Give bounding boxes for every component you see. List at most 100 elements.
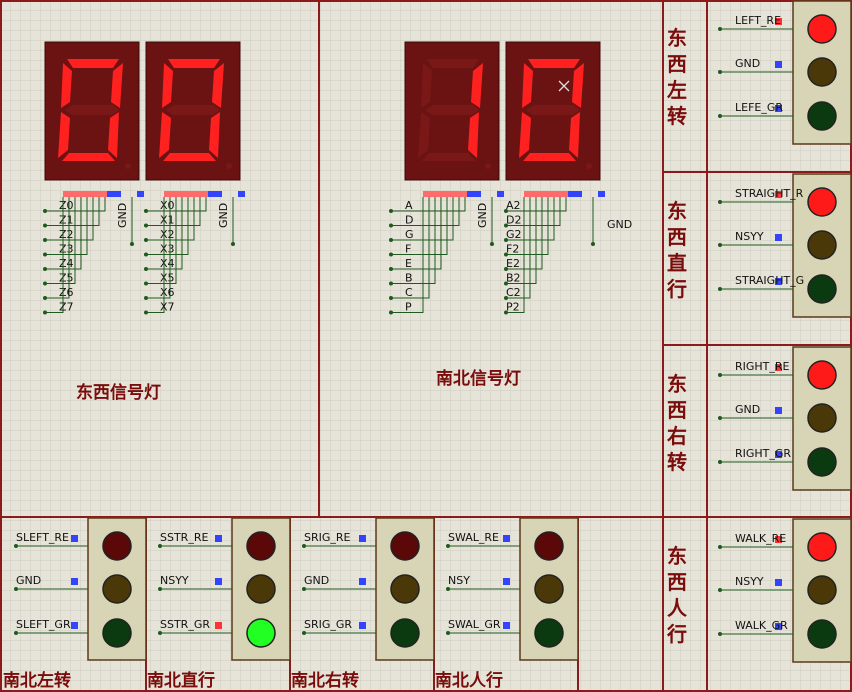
ns-left-wire	[391, 197, 466, 212]
bottom-panel-4-label: SWAL_GR	[448, 618, 501, 631]
segment-d	[523, 153, 576, 161]
ns-left-wire	[391, 197, 424, 313]
right-panel-4-lamp-green	[807, 619, 837, 649]
ew-right-pin-label: X7	[160, 301, 175, 314]
right-panel-1-pin	[775, 105, 782, 112]
bottom-panel-title: 南北左转	[3, 670, 71, 691]
ew-left-pin-label: Z2	[59, 228, 74, 241]
ew-left-pin-label: Z5	[59, 272, 74, 285]
ew-left-pin-label: Z4	[59, 257, 74, 270]
bottom-panel-title: 南北右转	[291, 670, 359, 691]
ew-right-terminal	[144, 281, 148, 286]
bottom-panel-1-lamp-yellow	[102, 574, 132, 604]
right-panel-3-pin	[775, 407, 782, 414]
bottom-panel-4-lamp-green	[534, 618, 564, 648]
pin-common	[497, 191, 504, 197]
right-panel-title-char: 东	[667, 372, 687, 396]
bottom-panel-2-label: NSYY	[160, 574, 189, 587]
bottom-panel-1-lamp-red	[102, 531, 132, 561]
pin-common	[238, 191, 245, 197]
pin-strip-end	[107, 191, 121, 197]
bottom-panel-1-terminal	[14, 544, 18, 548]
ns-right-terminal	[504, 281, 508, 286]
bottom-panel-2-pin	[215, 535, 222, 542]
segment-g	[166, 105, 220, 115]
ew-right-terminal	[144, 223, 148, 228]
segment-a	[427, 59, 479, 68]
ew-left-wire	[45, 197, 94, 241]
right-panel-1-lamp-green	[807, 101, 837, 131]
ns-left-pin-label: A	[405, 199, 413, 212]
bottom-panel-1-pin	[71, 578, 78, 585]
right-panel-4-terminal	[718, 588, 722, 592]
segment-f	[522, 63, 533, 108]
right-panel-1-terminal	[718, 114, 722, 118]
bottom-panel-1-label: GND	[16, 574, 41, 587]
ew-right-pin-label: X0	[160, 199, 175, 212]
ns-left-pin-label: P	[405, 301, 412, 314]
ns-right-terminal	[504, 252, 508, 257]
ew-left-terminal	[43, 223, 47, 228]
decimal-point	[485, 163, 491, 169]
ns-right-pin-label: B2	[506, 272, 521, 285]
ew-right-terminal	[144, 209, 148, 213]
bottom-panel-2-terminal	[158, 631, 162, 635]
decimal-point	[586, 163, 592, 169]
ns-left-pin-label: F	[405, 243, 411, 256]
segment-b	[212, 63, 224, 108]
right-panel-3-terminal	[718, 416, 722, 420]
segment-f	[61, 63, 72, 108]
bottom-panel-3-terminal	[302, 544, 306, 548]
segment-a	[168, 59, 220, 68]
right-panel-title-char: 行	[666, 277, 687, 301]
right-panel-2-lamp-green	[807, 274, 837, 304]
bottom-panel-1-lamp-green	[102, 618, 132, 648]
right-panel-4-terminal	[718, 632, 722, 636]
segment-f	[421, 63, 432, 108]
ew-left-wire	[45, 197, 76, 284]
right-panel-1-terminal	[718, 27, 722, 31]
ew-left-pin-label: Z0	[59, 199, 74, 212]
right-panel-1-label: LEFT_RE	[735, 14, 781, 27]
ns-left-terminal	[389, 281, 393, 286]
ns-right-wire	[506, 197, 549, 255]
right-panel-3-lamp-green	[807, 447, 837, 477]
ew-digit-1	[44, 41, 144, 197]
right-panel-4-lamp-yellow	[807, 575, 837, 605]
ns-left-pin-label: D	[405, 214, 413, 227]
cursor-mark	[558, 80, 570, 92]
ns-left-terminal	[389, 296, 393, 300]
ew-digit-2	[145, 41, 245, 197]
right-panel-1-terminal	[718, 70, 722, 74]
right-panel-4-lamp-red	[807, 532, 837, 562]
ew-left-wire	[45, 197, 64, 313]
bottom-panel-4-lamp-red	[534, 531, 564, 561]
ew-left-pin-label: Z3	[59, 243, 74, 256]
ns-left-pin-label: B	[405, 272, 413, 285]
pin-strip	[63, 191, 113, 197]
ns-right-wire	[506, 197, 567, 212]
ns-left-wire	[391, 197, 430, 299]
ew-left-wire	[45, 197, 82, 270]
right-panel-2-pin	[775, 234, 782, 241]
ew-right-terminal	[144, 267, 148, 271]
bottom-panel-4-pin	[503, 535, 510, 542]
pin-strip	[524, 191, 574, 197]
ns-left-terminal	[389, 238, 393, 242]
right-panel-title-char: 直	[667, 251, 687, 275]
ns-right-pin-label: D2	[506, 214, 521, 227]
right-panel-1-label: GND	[735, 57, 760, 70]
bottom-panel-4-terminal	[446, 544, 450, 548]
right-panel-2-terminal	[718, 200, 722, 204]
bottom-panel-3-lamp-red	[390, 531, 420, 561]
segment-d	[422, 153, 475, 161]
segment-g	[425, 105, 479, 115]
segment-c	[108, 112, 119, 158]
ew-gnd2-terminal	[231, 242, 235, 246]
bottom-panel-2-pin	[215, 578, 222, 585]
pin-strip-end	[467, 191, 481, 197]
ns-signal-label: 南北信号灯	[436, 368, 521, 389]
